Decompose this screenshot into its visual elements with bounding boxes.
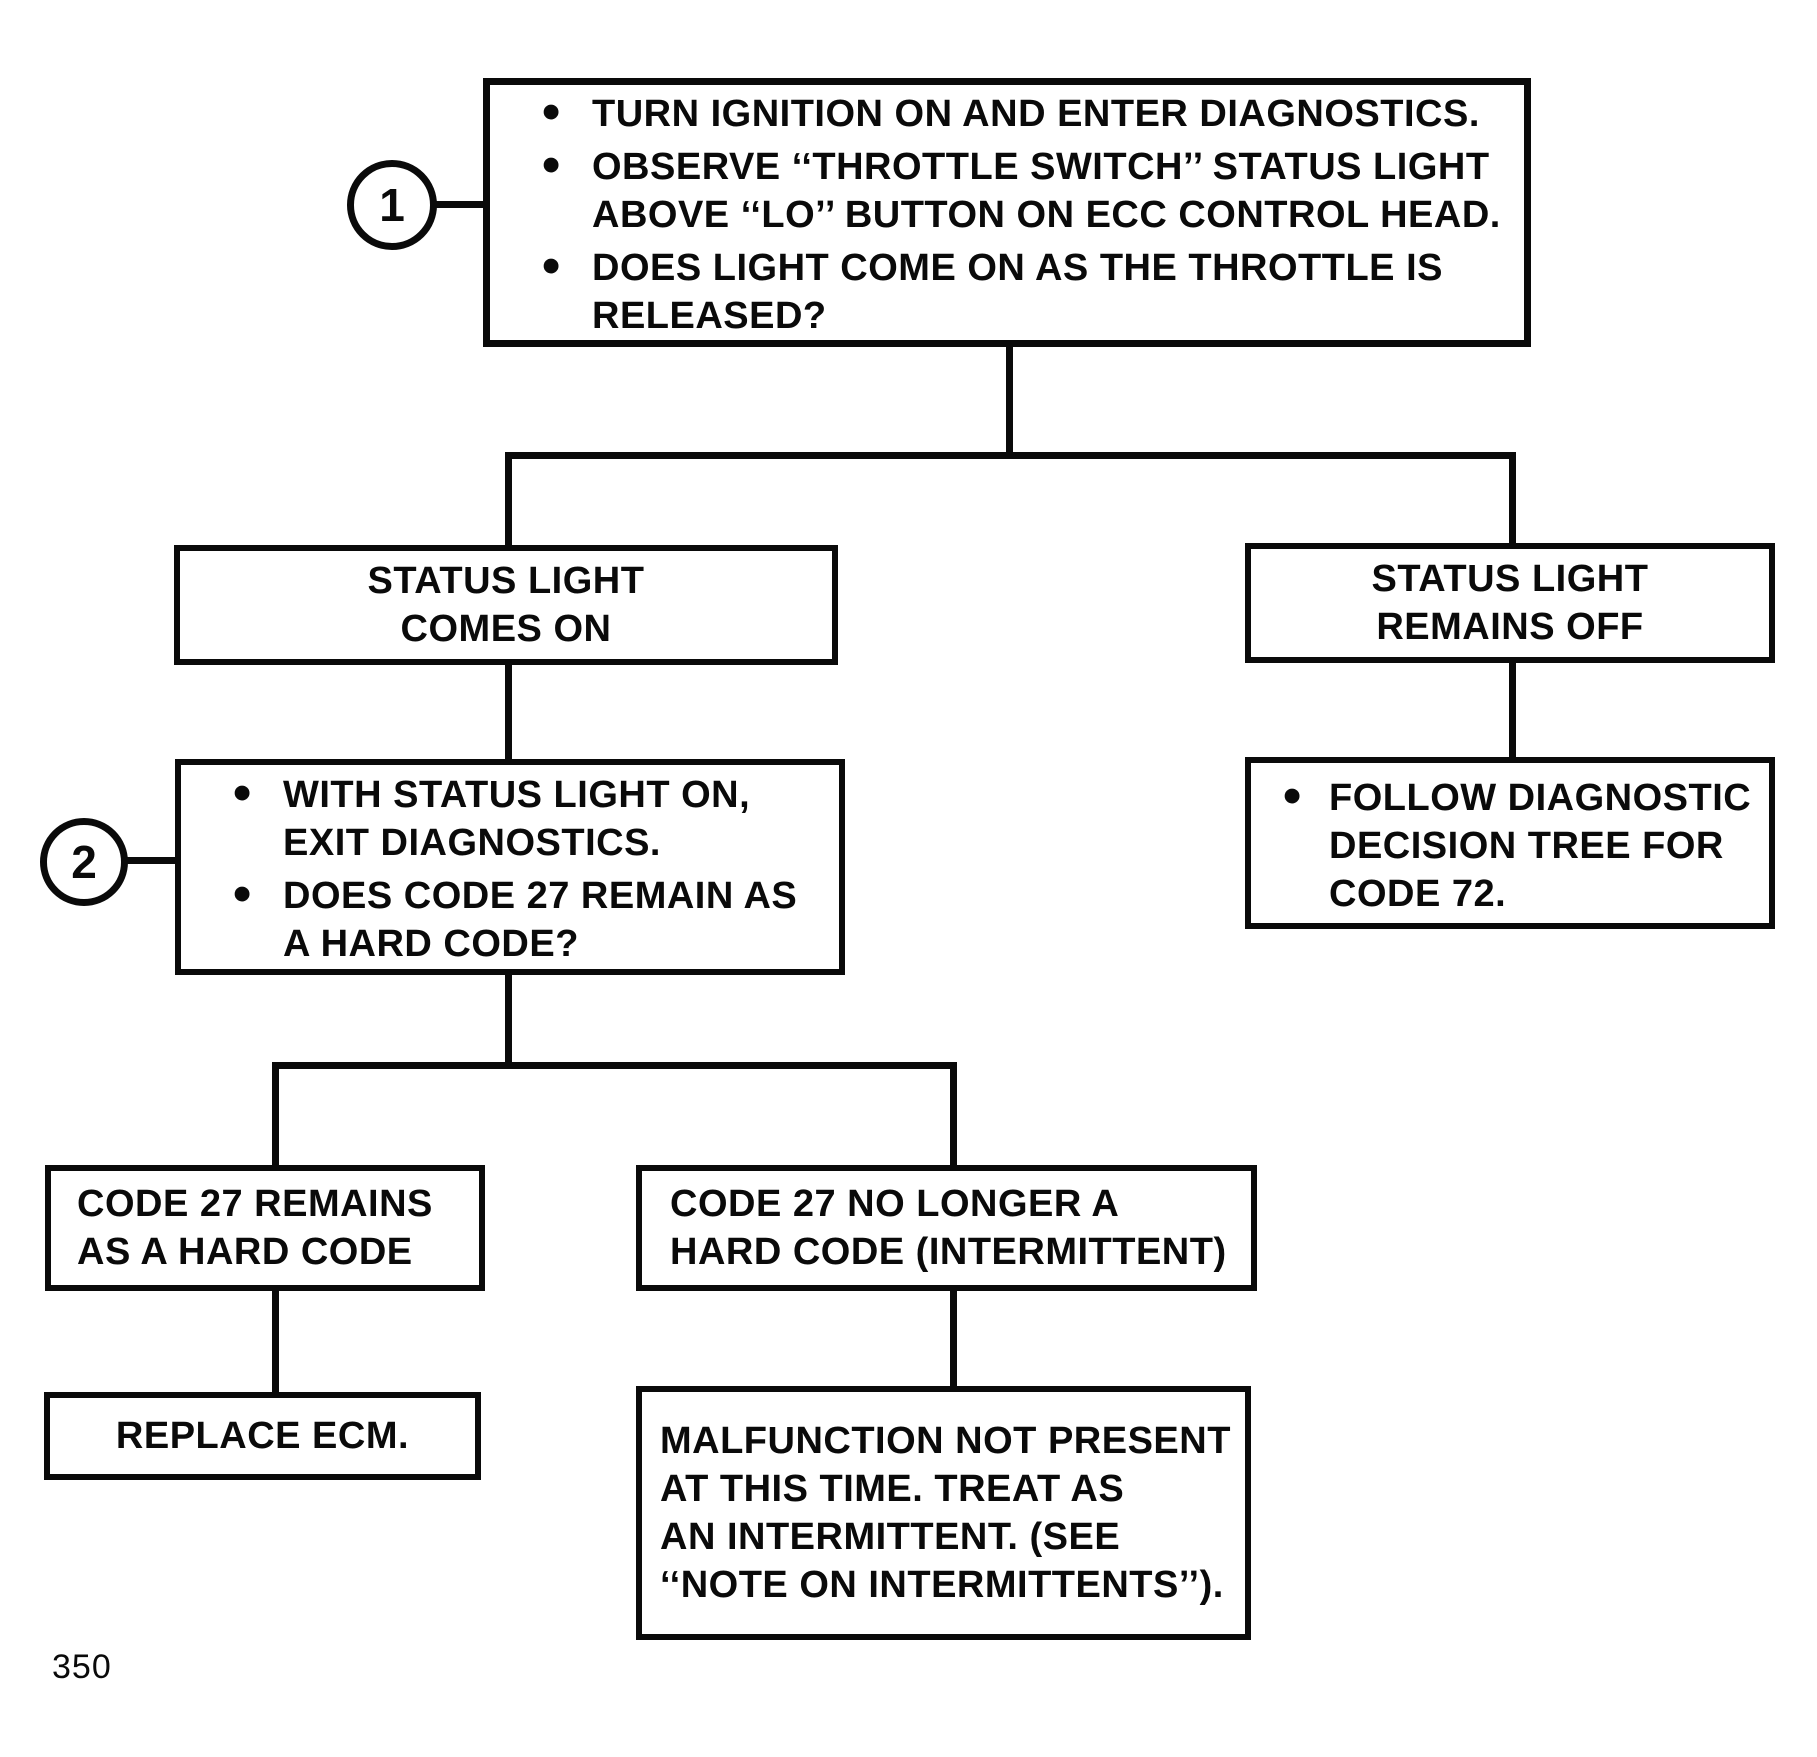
node-step1: TURN IGNITION ON AND ENTER DIAGNOSTICS. … xyxy=(483,78,1531,347)
bullet-icon xyxy=(227,766,283,819)
node-light-on-line: COMES ON xyxy=(400,608,612,650)
step-marker-2: 2 xyxy=(40,818,128,906)
flow-text-line: DOES LIGHT COME ON AS THE THROTTLE IS xyxy=(536,239,1516,292)
node-replace-ecm-line: REPLACE ECM. xyxy=(115,1415,410,1457)
node-hard-code-line: CODE 27 REMAINS xyxy=(77,1183,433,1225)
bullet-icon xyxy=(536,239,592,292)
flow-text-line: WITH STATUS LIGHT ON, xyxy=(227,766,831,819)
node-step1-line: RELEASED? xyxy=(592,295,827,337)
bullet-icon xyxy=(536,138,592,191)
flow-text-line: AN INTERMITTENT. (SEE xyxy=(660,1513,1245,1561)
flow-text-line: AS A HARD CODE xyxy=(77,1228,479,1276)
node-step2-line: EXIT DIAGNOSTICS. xyxy=(283,822,661,864)
flow-text-line: CODE 27 NO LONGER A xyxy=(670,1180,1251,1228)
node-step1-line: DOES LIGHT COME ON AS THE THROTTLE IS xyxy=(592,247,1443,289)
connector-branch2-left xyxy=(272,1062,279,1167)
node-light-on: STATUS LIGHT COMES ON xyxy=(174,545,838,665)
node-malfunction-line: MALFUNCTION NOT PRESENT xyxy=(660,1420,1231,1462)
flow-text-line: STATUS LIGHT xyxy=(1251,555,1769,603)
flow-text-line: DOES CODE 27 REMAIN AS xyxy=(227,867,831,920)
node-step1-line: TURN IGNITION ON AND ENTER DIAGNOSTICS. xyxy=(592,93,1480,135)
node-light-off-line: STATUS LIGHT xyxy=(1371,558,1649,600)
connector-marker2-stub xyxy=(124,857,176,864)
connector-branch1-left xyxy=(505,452,512,548)
node-step2-line: A HARD CODE? xyxy=(283,923,579,965)
connector-lighton-step2 xyxy=(505,663,512,761)
flow-text-line: FOLLOW DIAGNOSTIC xyxy=(1277,769,1765,822)
node-step2-line: DOES CODE 27 REMAIN AS xyxy=(283,875,798,917)
node-malfunction-line: AN INTERMITTENT. (SEE xyxy=(660,1516,1121,1558)
node-malfunction-line: AT THIS TIME. TREAT AS xyxy=(660,1468,1125,1510)
flow-text-line: REPLACE ECM. xyxy=(50,1412,475,1460)
node-step2-line: WITH STATUS LIGHT ON, xyxy=(283,774,751,816)
connector-lightoff-code72 xyxy=(1509,661,1516,759)
node-hard-code: CODE 27 REMAINS AS A HARD CODE xyxy=(45,1165,485,1291)
node-replace-ecm: REPLACE ECM. xyxy=(44,1392,481,1480)
flow-text-line: HARD CODE (INTERMITTENT) xyxy=(670,1228,1251,1276)
page-number: 350 xyxy=(52,1648,112,1686)
node-step2: WITH STATUS LIGHT ON, EXIT DIAGNOSTICS. … xyxy=(175,759,845,975)
node-intermittent-line: CODE 27 NO LONGER A xyxy=(670,1183,1120,1225)
connector-intermittent-malfunction xyxy=(950,1289,957,1388)
flow-text-line: MALFUNCTION NOT PRESENT xyxy=(660,1417,1245,1465)
node-code72-line: DECISION TREE FOR xyxy=(1329,824,1724,867)
node-intermittent: CODE 27 NO LONGER A HARD CODE (INTERMITT… xyxy=(636,1165,1257,1291)
connector-branch1-right xyxy=(1509,452,1516,546)
node-intermittent-line: HARD CODE (INTERMITTENT) xyxy=(670,1231,1227,1273)
flow-text-line: TURN IGNITION ON AND ENTER DIAGNOSTICS. xyxy=(536,85,1516,138)
step-marker-2-label: 2 xyxy=(71,836,97,888)
flow-text-line: CODE 27 REMAINS xyxy=(77,1180,479,1228)
connector-branch2-cross xyxy=(272,1062,957,1069)
flow-text-line: COMES ON xyxy=(180,605,832,653)
flow-text-line: AT THIS TIME. TREAT AS xyxy=(660,1465,1245,1513)
flow-text-line: ABOVE ‘‘LO’’ BUTTON ON ECC CONTROL HEAD. xyxy=(536,191,1516,239)
node-malfunction-line: ‘‘NOTE ON INTERMITTENTS’’). xyxy=(660,1564,1224,1606)
connector-step1-down xyxy=(1006,347,1013,458)
flow-text-line: A HARD CODE? xyxy=(227,920,831,968)
node-light-off-line: REMAINS OFF xyxy=(1376,606,1644,648)
connector-hardcode-replace xyxy=(272,1289,279,1394)
flow-text-line: EXIT DIAGNOSTICS. xyxy=(227,819,831,867)
flow-text-line: ‘‘NOTE ON INTERMITTENTS’’). xyxy=(660,1561,1245,1609)
bullet-icon xyxy=(536,85,592,138)
node-step1-line: OBSERVE ‘‘THROTTLE SWITCH’’ STATUS LIGHT xyxy=(592,146,1490,188)
connector-branch1-cross xyxy=(505,452,1516,459)
step-marker-1-label: 1 xyxy=(379,179,405,231)
step-marker-1: 1 xyxy=(347,160,437,250)
flow-text-line: OBSERVE ‘‘THROTTLE SWITCH’’ STATUS LIGHT xyxy=(536,138,1516,191)
node-code72: FOLLOW DIAGNOSTIC DECISION TREE FOR CODE… xyxy=(1245,757,1775,929)
bullet-icon xyxy=(227,867,283,920)
node-malfunction: MALFUNCTION NOT PRESENT AT THIS TIME. TR… xyxy=(636,1386,1251,1640)
node-step1-line: ABOVE ‘‘LO’’ BUTTON ON ECC CONTROL HEAD. xyxy=(592,194,1501,236)
flow-text-line: REMAINS OFF xyxy=(1251,603,1769,651)
flow-text-line: DECISION TREE FOR xyxy=(1277,822,1765,870)
node-light-off: STATUS LIGHT REMAINS OFF xyxy=(1245,543,1775,663)
node-code72-line: FOLLOW DIAGNOSTIC xyxy=(1329,776,1752,819)
flow-text-line: CODE 72. xyxy=(1277,870,1765,918)
connector-marker1-stub xyxy=(435,201,485,208)
node-code72-line: CODE 72. xyxy=(1329,872,1507,915)
connector-step2-down xyxy=(505,973,512,1068)
connector-branch2-right xyxy=(950,1062,957,1167)
node-hard-code-line: AS A HARD CODE xyxy=(77,1231,413,1273)
bullet-icon xyxy=(1277,769,1329,822)
node-light-on-line: STATUS LIGHT xyxy=(367,560,645,602)
flow-text-line: RELEASED? xyxy=(536,292,1516,340)
flow-text-line: STATUS LIGHT xyxy=(180,557,832,605)
